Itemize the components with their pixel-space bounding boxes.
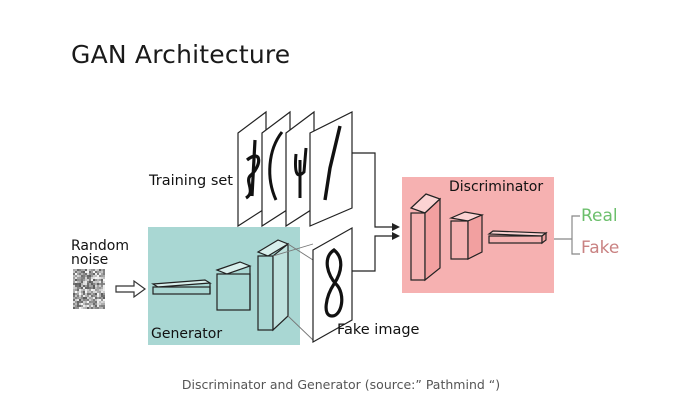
random-noise-label: Random (71, 238, 129, 254)
generator-label: Generator (151, 326, 222, 342)
connector-lines (352, 152, 400, 272)
figure-caption: Discriminator and Generator (source:” Pa… (181, 377, 501, 392)
output-bracket (554, 215, 580, 255)
fake-label: Fake (581, 238, 619, 258)
real-label: Real (581, 206, 618, 226)
projection-lines (272, 243, 314, 341)
fake-image-label: Fake image (337, 322, 420, 338)
discriminator-layers (409, 193, 548, 282)
random-noise-patch (73, 269, 105, 309)
training-set-label: Training set (148, 173, 233, 189)
training-set-images (237, 110, 353, 228)
slide-title: GAN Architecture (71, 40, 291, 69)
fake-image-card (312, 226, 353, 344)
random-noise-label-line2: noise (71, 252, 108, 268)
discriminator-label: Discriminator (449, 179, 543, 195)
noise-arrow (115, 279, 147, 299)
